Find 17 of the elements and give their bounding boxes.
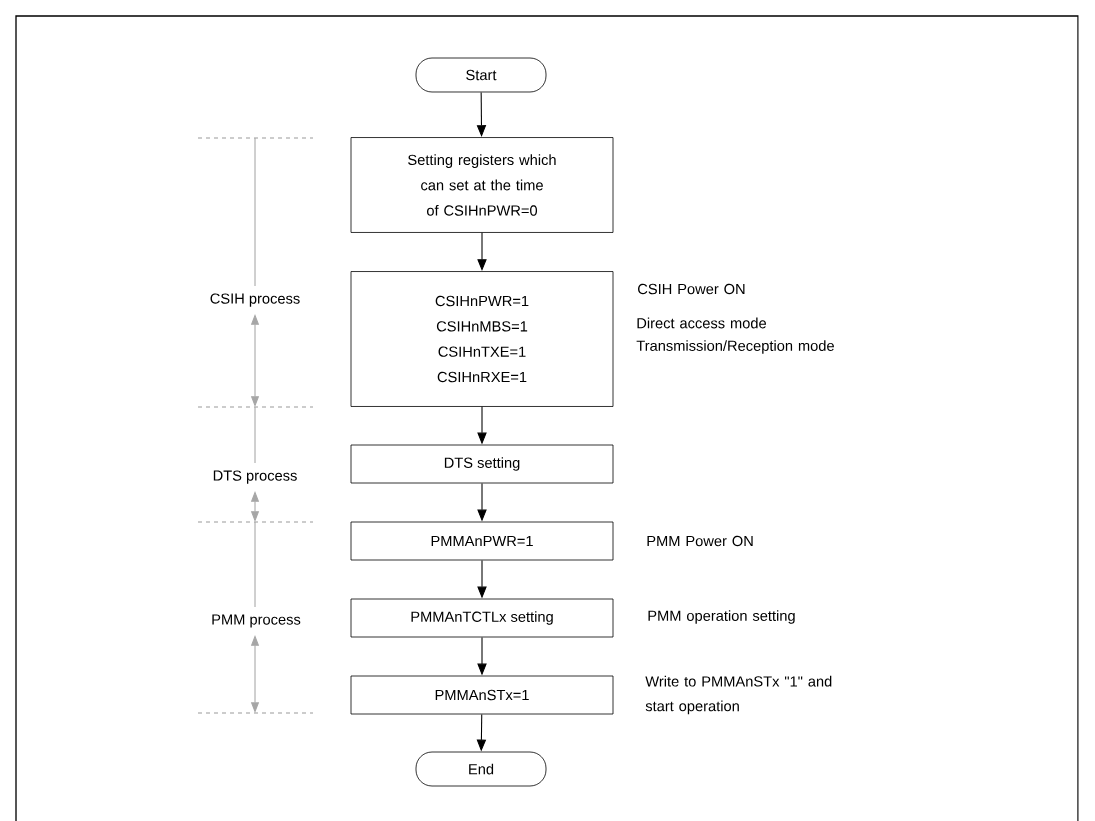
process-label: DTS process [213, 470, 297, 484]
terminal-box: Start [415, 57, 547, 93]
annotation-text: CSIH Power ON [638, 283, 745, 295]
process-box: Setting registers which can set at the time of CSIHnPWR=0 [350, 137, 614, 233]
terminal-box: End [415, 751, 547, 787]
process-box: PMMAnSTx=1 [350, 675, 614, 715]
annotation-text: Write to PMMAnSTx "1" and start operation [645, 675, 832, 715]
annotation-text: PMM operation setting [648, 610, 795, 624]
process-box: PMMAnPWR=1 [350, 521, 614, 561]
process-box: DTS setting [350, 444, 614, 484]
process-label: CSIH process [210, 293, 300, 307]
process-box: CSIHnPWR=1 CSIHnMBS=1 CSIHnTXE=1 CSIHnRXE=1 [350, 271, 614, 407]
annotation-text: PMM Power ON [647, 535, 753, 547]
annotation-text: Transmission/Reception mode [636, 340, 834, 354]
process-label: PMM process [212, 614, 301, 628]
process-box: PMMAnTCTLx setting [350, 598, 614, 638]
annotation-text: Direct access mode [637, 317, 766, 329]
